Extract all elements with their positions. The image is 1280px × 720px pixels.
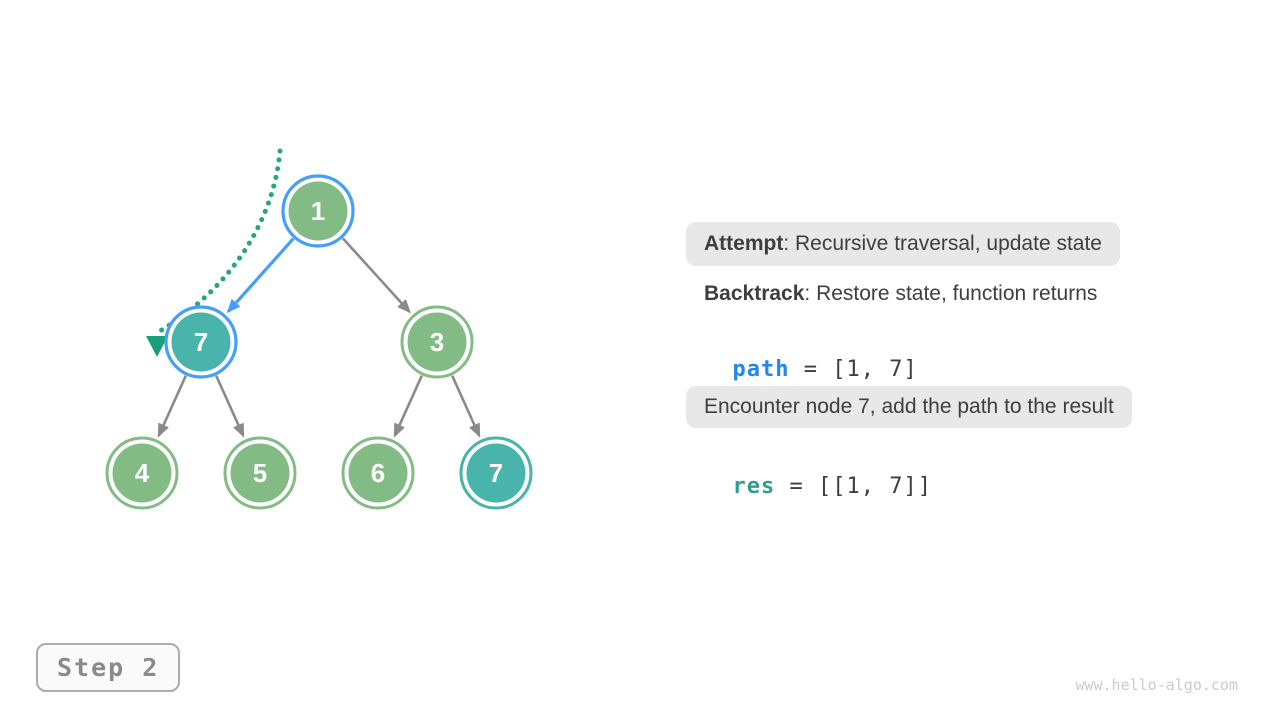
site-watermark: www.hello-algo.com [1075,676,1238,694]
attempt-label: Attempt [704,232,784,255]
tree-edge-n7l-n4 [157,375,187,438]
res-value: = [[1, 7]] [775,474,932,499]
backtrack-trace-arrowhead-icon [146,336,168,357]
tree-node-n6-value-6: 6 [341,436,415,510]
node-circle [288,181,348,241]
tree-edge-n1-n3 [341,237,411,314]
node-circle [171,312,231,372]
backtrack-label: Backtrack [704,282,805,305]
res-variable: res [732,474,776,499]
tree-node-n7r-value-7: 7 [459,436,533,510]
tree-edge-n3-n7r [451,375,481,438]
tree-edge-n7l-n5 [215,375,245,438]
node-label: 4 [135,458,150,488]
node-circle [466,443,526,503]
tree-node-n5-value-5: 5 [223,436,297,510]
attempt-note: Attempt: Recursive traversal, update sta… [686,222,1120,266]
node-label: 3 [430,327,444,357]
tree-node-n4-value-4: 4 [105,436,179,510]
node-label: 1 [311,196,325,226]
attempt-text: : Recursive traversal, update state [783,232,1102,255]
step-badge: Step 2 [36,643,181,692]
node-circle [230,443,290,503]
backtrack-text: : Restore state, function returns [804,282,1098,305]
backtrack-note: Backtrack: Restore state, function retur… [704,282,1097,306]
tree-edge-n3-n6 [393,375,423,438]
tree-edge-n1-n7l [226,237,295,314]
binary-tree-diagram: 1 7 3 4 5 6 7 [105,148,533,510]
node-circle [348,443,408,503]
node-label: 7 [489,458,503,488]
path-code-line: path = [1, 7] [704,332,918,382]
node-circle [112,443,172,503]
tree-node-n1-value-1: 1 [281,174,355,248]
res-code-line: res = [[1, 7]] [704,449,932,499]
node-label: 6 [371,458,385,488]
node-label: 5 [253,458,267,488]
node-circle [407,312,467,372]
tree-node-n7l-value-7: 7 [164,305,238,379]
tree-node-n3-value-3: 3 [400,305,474,379]
node-label: 7 [194,327,208,357]
encounter-note: Encounter node 7, add the path to the re… [686,386,1132,428]
backtrack-trace-dotted-curve [157,148,283,334]
path-value: = [1, 7] [789,357,918,382]
path-variable: path [732,357,790,382]
